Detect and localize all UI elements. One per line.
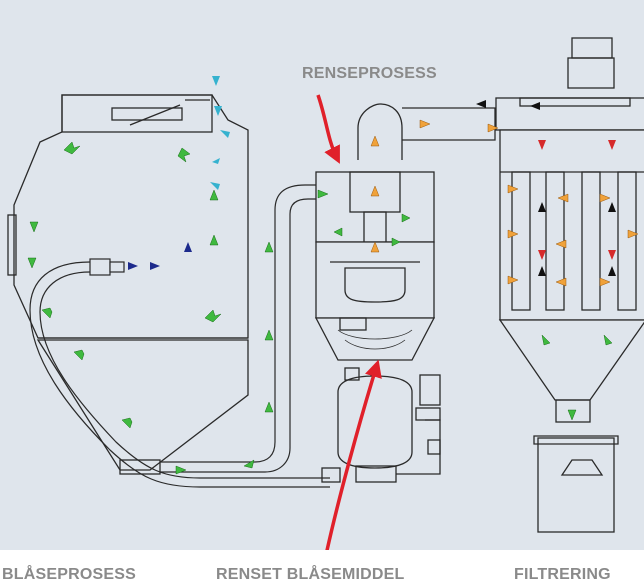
label-cleaned-abrasive: RENSET BLÅSEMIDDEL — [216, 566, 405, 584]
label-blasting-process: BLÅSEPROSESS — [2, 566, 136, 584]
label-cleaning-process: RENSEPROSESS — [302, 65, 437, 83]
label-filtering: FILTRERING — [514, 566, 611, 584]
